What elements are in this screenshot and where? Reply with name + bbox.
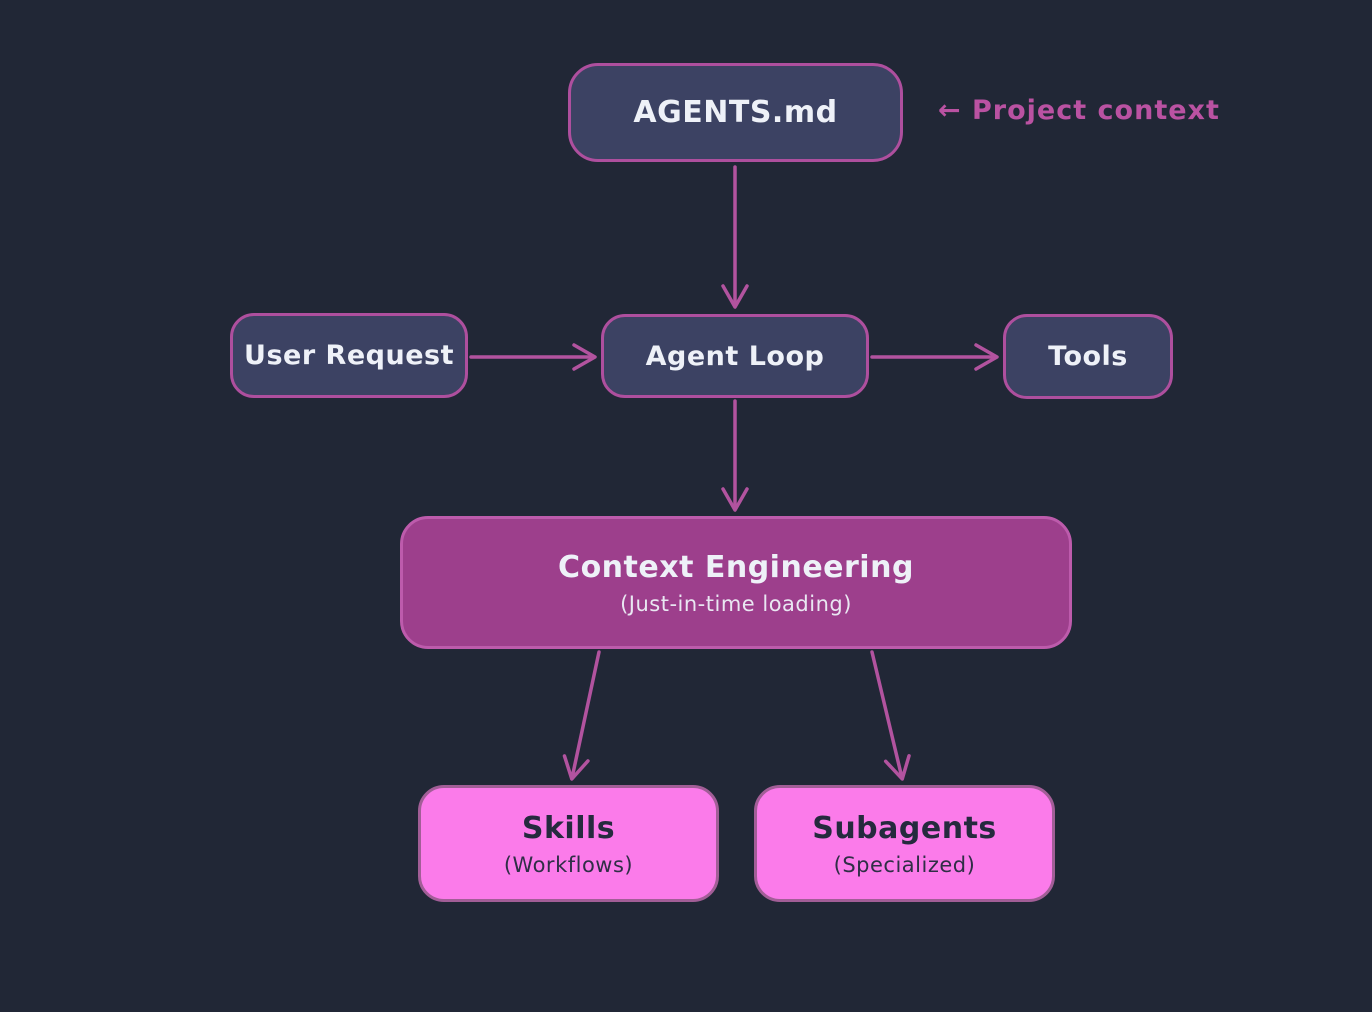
node-tools[interactable]: Tools: [1003, 314, 1173, 399]
node-user-request[interactable]: User Request: [230, 313, 468, 398]
node-agents-md[interactable]: AGENTS.md: [568, 63, 903, 162]
project-context-annotation[interactable]: ← Project context: [938, 95, 1220, 126]
node-agent-loop-label: Agent Loop: [645, 340, 825, 372]
node-skills[interactable]: Skills (Workflows): [418, 785, 719, 902]
node-context-engineering-sublabel: (Just-in-time loading): [620, 591, 852, 616]
node-skills-label: Skills: [521, 810, 616, 846]
node-subagents-sublabel: (Specialized): [833, 852, 976, 877]
node-agents-md-label: AGENTS.md: [633, 95, 838, 130]
arrow-context-to-subagents[interactable]: [870, 650, 911, 781]
node-subagents[interactable]: Subagents (Specialized): [754, 785, 1055, 902]
node-context-engineering-label: Context Engineering: [558, 549, 914, 585]
node-subagents-label: Subagents: [812, 810, 997, 846]
node-agent-loop[interactable]: Agent Loop: [601, 314, 869, 398]
node-context-engineering[interactable]: Context Engineering (Just-in-time loadin…: [400, 516, 1072, 649]
node-tools-label: Tools: [1048, 341, 1128, 372]
node-skills-sublabel: (Workflows): [503, 852, 634, 877]
node-user-request-label: User Request: [244, 340, 454, 371]
arrow-context-to-skills[interactable]: [562, 650, 601, 781]
